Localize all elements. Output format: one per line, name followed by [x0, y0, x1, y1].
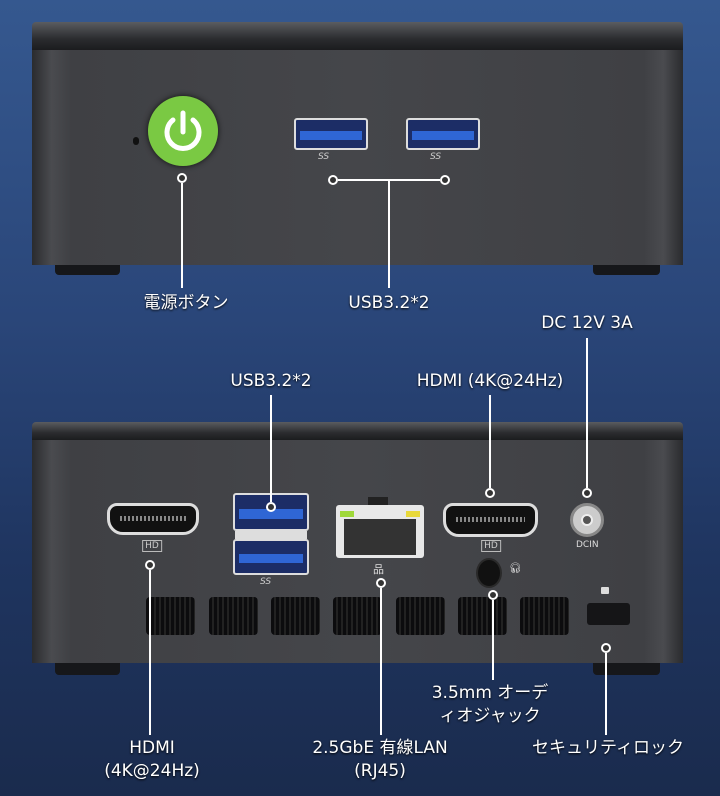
lock-label: セキュリティロック — [532, 738, 684, 758]
rear-usb-port-2 — [233, 539, 309, 575]
hd-mark: HD — [142, 540, 162, 552]
power-button-label: 電源ボタン — [143, 293, 229, 313]
network-icon: 品 — [373, 563, 384, 576]
vent — [458, 597, 507, 635]
audio-jack — [476, 558, 502, 588]
callout-dot — [376, 578, 386, 588]
usb-ss-mark: SS — [430, 152, 442, 162]
hdmi-right-label: HDMI (4K@24Hz) — [416, 371, 564, 391]
hdmi-left-label: HDMI (4K@24Hz) — [104, 737, 200, 783]
led-indicator — [133, 137, 139, 145]
power-button — [148, 96, 218, 166]
callout-dot — [440, 175, 450, 185]
callout-dot — [266, 502, 276, 512]
vent — [271, 597, 320, 635]
front-usb-label: USB3.2*2 — [348, 293, 430, 313]
lan-label: 2.5GbE 有線LAN (RJ45) — [312, 737, 447, 783]
callout-dot — [601, 643, 611, 653]
hdmi-left-label-line1: HDMI — [129, 738, 175, 758]
rear-usb-label: USB3.2*2 — [230, 371, 312, 391]
lock-icon — [601, 587, 609, 594]
callout-line — [270, 395, 272, 502]
vent — [209, 597, 258, 635]
vent — [146, 597, 195, 635]
callout-dot — [582, 488, 592, 498]
callout-dot — [145, 560, 155, 570]
callout-dot — [328, 175, 338, 185]
callout-line — [380, 588, 382, 735]
headphone-icon: 🎧︎ — [509, 563, 522, 574]
front-usb-port-1 — [294, 118, 368, 150]
lan-label-line2: (RJ45) — [354, 761, 406, 781]
dc-label: DC 12V 3A — [541, 313, 633, 333]
audio-label: 3.5mm オーディオジャック — [432, 682, 549, 728]
callout-dot — [485, 488, 495, 498]
usb-ss-mark: SS — [318, 152, 330, 162]
callout-line — [149, 570, 151, 735]
hdmi-port-left — [107, 503, 199, 535]
vent — [520, 597, 569, 635]
hdmi-left-label-line2: (4K@24Hz) — [104, 761, 200, 781]
callout-line — [489, 395, 491, 488]
power-icon — [164, 110, 202, 151]
callout-line — [605, 653, 607, 735]
vent — [333, 597, 382, 635]
callout-line — [388, 180, 390, 288]
audio-label-line2: ィオジャック — [439, 706, 541, 726]
dc-jack — [570, 503, 604, 537]
callout-dot — [177, 173, 187, 183]
dcin-mark: DCIN — [576, 540, 599, 550]
lan-label-line1: 2.5GbE 有線LAN — [312, 738, 448, 758]
audio-label-line1: 3.5mm オーデ — [431, 683, 549, 703]
front-usb-port-2 — [406, 118, 480, 150]
hd-mark: HD — [481, 540, 501, 552]
hdmi-port-right — [443, 503, 538, 537]
callout-dot — [488, 590, 498, 600]
callout-line — [181, 183, 183, 288]
lock-slot — [587, 603, 630, 625]
callout-line — [492, 600, 494, 680]
usb-ss-mark: SS — [260, 577, 272, 587]
lan-port — [336, 505, 424, 558]
vent — [396, 597, 445, 635]
callout-line — [586, 338, 588, 488]
